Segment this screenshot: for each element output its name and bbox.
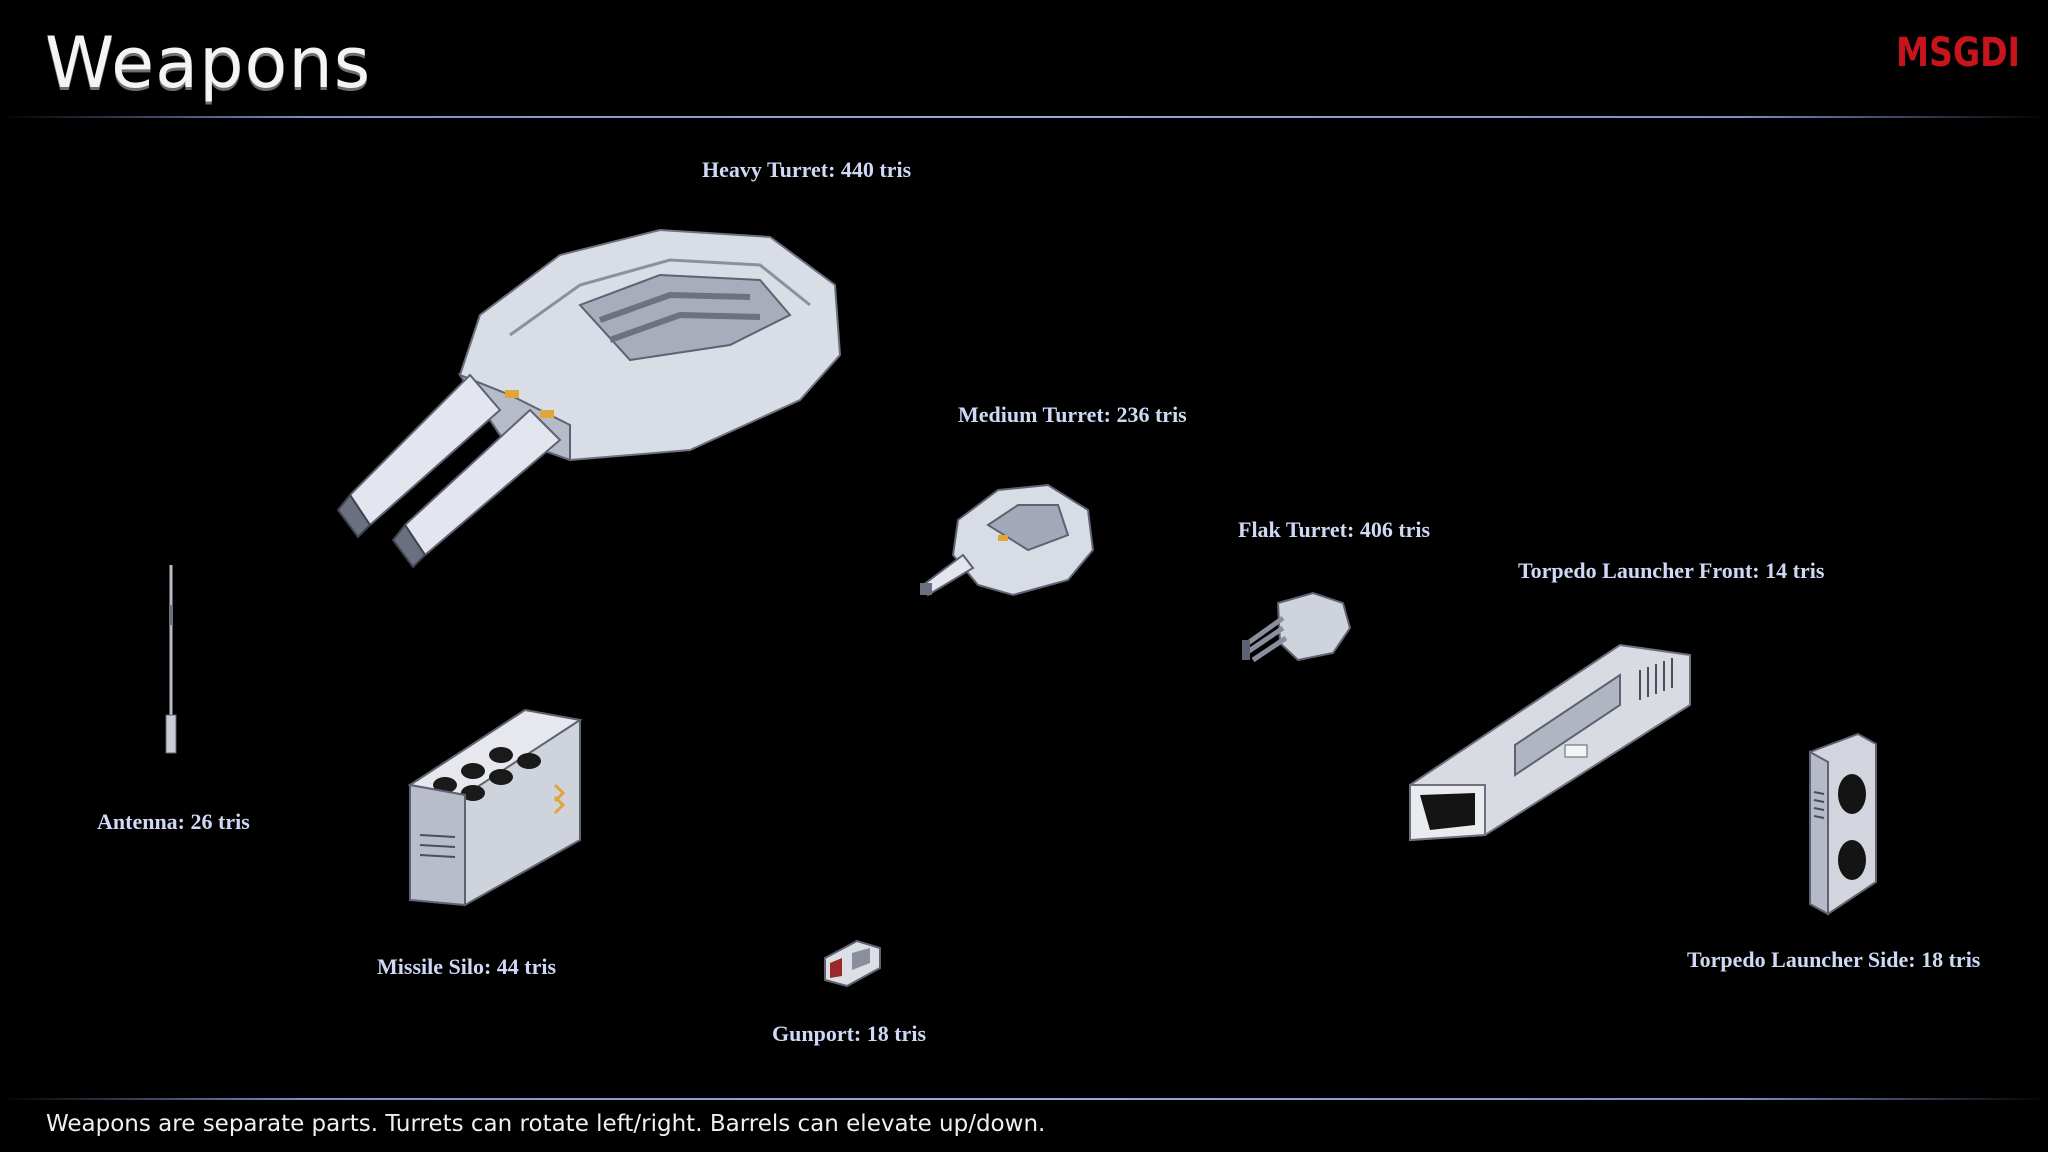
torpedo-side-model xyxy=(1809,732,1877,916)
medium-turret-label: Medium Turret: 236 tris xyxy=(958,402,1187,427)
missile-silo-model xyxy=(407,708,583,907)
medium-turret-model xyxy=(920,483,1095,597)
torpedo-front-label: Torpedo Launcher Front: 14 tris xyxy=(1518,558,1825,583)
missile-silo-label: Missile Silo: 44 tris xyxy=(377,954,557,979)
flak-turret-model xyxy=(1242,591,1352,663)
antenna-model xyxy=(165,565,177,754)
header-divider xyxy=(0,116,2048,118)
torpedo-side-label: Torpedo Launcher Side: 18 tris xyxy=(1687,947,1981,972)
antenna-label: Antenna: 26 tris xyxy=(97,809,250,834)
torpedo-front-model xyxy=(1409,643,1691,842)
msgdi-logo: MSGDI xyxy=(1896,30,2020,72)
gunport-label: Gunport: 18 tris xyxy=(772,1021,926,1046)
footer-note: Weapons are separate parts. Turrets can … xyxy=(46,1111,1046,1137)
heavy-turret-model xyxy=(336,228,842,569)
heavy-turret-label: Heavy Turret: 440 tris xyxy=(702,157,912,182)
page-title: Weapons xyxy=(45,22,372,104)
logo-text: MSGDI xyxy=(1896,30,2020,72)
footer-divider xyxy=(0,1098,2048,1100)
gunport-model xyxy=(824,939,881,988)
flak-turret-label: Flak Turret: 406 tris xyxy=(1238,517,1431,542)
